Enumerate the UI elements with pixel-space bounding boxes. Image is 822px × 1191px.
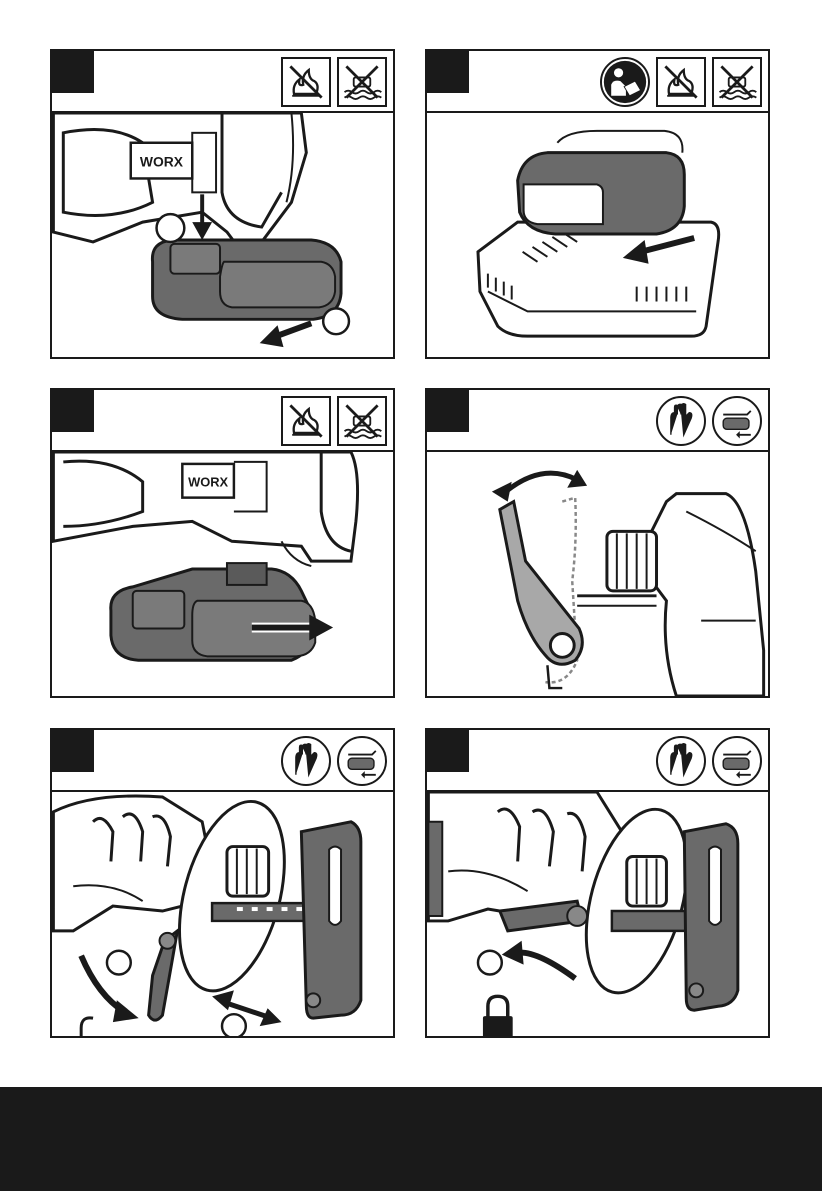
remove-battery-icon — [712, 396, 762, 446]
illustration-battery-removal: WORX — [52, 113, 393, 357]
step-number-box — [52, 51, 94, 93]
step-number-box — [52, 730, 94, 772]
lock-icon — [483, 996, 513, 1036]
safety-icons — [656, 396, 762, 446]
footer-bar — [0, 1087, 822, 1191]
safety-icons — [281, 736, 387, 786]
panel-header — [52, 390, 393, 452]
safety-icons — [600, 57, 762, 107]
panel-header — [52, 51, 393, 113]
safety-icons — [281, 396, 387, 446]
unlock-icon — [75, 1018, 97, 1036]
step-panel-4 — [425, 388, 770, 698]
panel-header — [427, 730, 768, 792]
step-number-box — [52, 390, 94, 432]
no-water-icon — [337, 57, 387, 107]
step-number-box — [427, 390, 469, 432]
no-fire-icon — [656, 57, 706, 107]
no-fire-icon — [281, 57, 331, 107]
step-panel-1: WORX — [50, 49, 395, 359]
remove-battery-icon — [337, 736, 387, 786]
safety-icons — [281, 57, 387, 107]
brand-logo: WORX — [188, 475, 228, 490]
step-panel-5 — [50, 728, 395, 1038]
panel-header — [427, 51, 768, 113]
step-number-box — [427, 51, 469, 93]
illustration-battery-charger — [427, 113, 768, 357]
gloves-icon — [656, 396, 706, 446]
remove-battery-icon — [712, 736, 762, 786]
illustration-shoe-adjust-unlock — [52, 792, 393, 1036]
no-water-icon — [337, 396, 387, 446]
no-fire-icon — [281, 396, 331, 446]
illustration-shoe-lock — [427, 792, 768, 1036]
illustration-battery-insertion: WORX — [52, 452, 393, 696]
safety-icons — [656, 736, 762, 786]
step-panel-6 — [425, 728, 770, 1038]
panel-header — [427, 390, 768, 452]
read-manual-icon — [600, 57, 650, 107]
step-panel-3: WORX — [50, 388, 395, 698]
step-panel-2 — [425, 49, 770, 359]
step-number-box — [427, 730, 469, 772]
gloves-icon — [281, 736, 331, 786]
panel-header — [52, 730, 393, 792]
no-water-icon — [712, 57, 762, 107]
gloves-icon — [656, 736, 706, 786]
brand-logo: WORX — [140, 154, 184, 170]
illustration-shoe-lever — [427, 452, 768, 696]
